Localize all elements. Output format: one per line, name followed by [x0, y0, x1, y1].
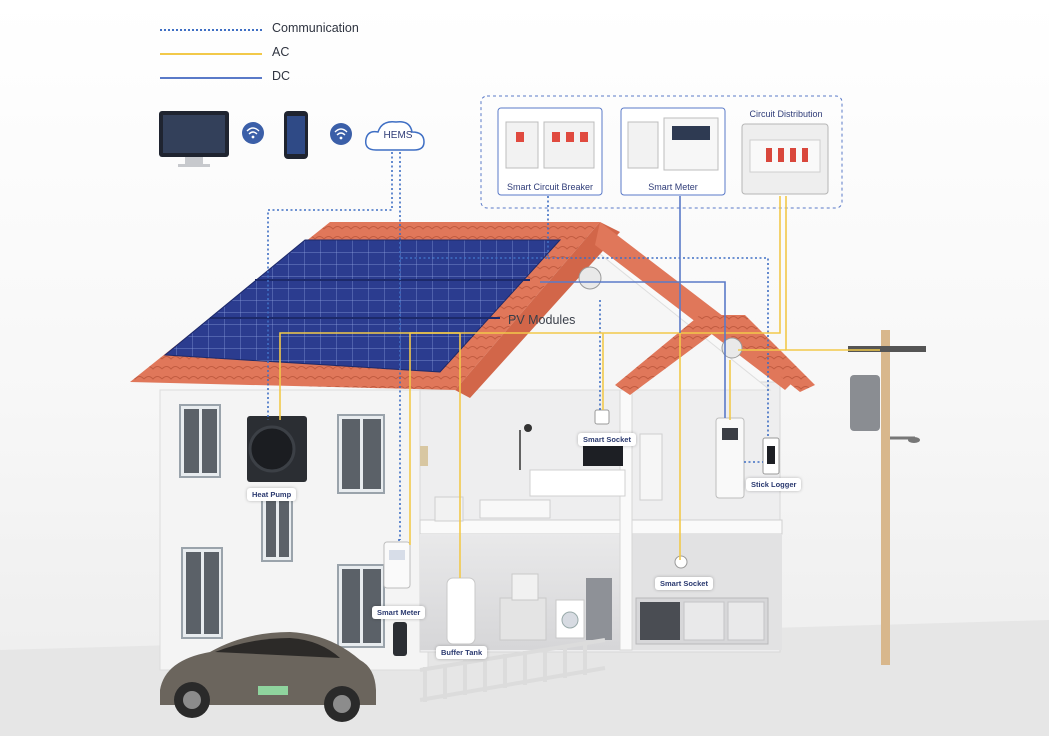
monitor-icon	[159, 111, 229, 167]
electric-car	[160, 632, 376, 722]
ac-lines	[279, 196, 880, 578]
roof-edge	[455, 222, 620, 398]
legend-dc-swatch	[160, 77, 262, 79]
legend-ac-swatch	[160, 53, 262, 55]
annex-roof	[615, 315, 815, 395]
communication-lines	[267, 152, 769, 541]
smart-circuit-breaker-label: Smart Circuit Breaker	[506, 182, 594, 192]
buffer-tank-tag: Buffer Tank	[436, 646, 488, 659]
smart-socket-upper-device	[594, 409, 610, 425]
kitchen-appliances	[499, 573, 612, 641]
legend-ac-label: AC	[272, 45, 290, 59]
smart-circuit-breaker-device	[505, 121, 595, 169]
smart-meter-device	[383, 541, 411, 589]
legend-communication-swatch	[160, 29, 262, 31]
circuit-distribution-label: Circuit Distribution	[749, 109, 823, 119]
legend: Communication AC DC	[160, 18, 420, 90]
legend-communication-label: Communication	[272, 21, 359, 35]
wifi-icon	[242, 122, 264, 144]
floor-slab	[419, 519, 783, 535]
dc-lines	[540, 196, 726, 418]
smart-meter-lower-tag: Smart Meter	[372, 606, 426, 619]
stick-logger-body	[767, 446, 775, 464]
battery-module	[640, 602, 680, 640]
pv-modules-array	[163, 239, 562, 373]
smart-socket-lower-tag: Smart Socket	[655, 577, 713, 590]
pv-modules-label: PV Modules	[508, 313, 576, 327]
phone-icon	[284, 111, 308, 159]
smart-socket-upper-tag: Smart Socket	[578, 433, 636, 446]
smart-meter-screen	[389, 550, 405, 560]
cloud-icon	[364, 120, 425, 151]
buffer-tank-unit	[446, 577, 476, 645]
ev-charger	[393, 622, 407, 656]
interior-wall	[619, 387, 633, 651]
legend-communication: Communication	[160, 18, 420, 42]
window-panes	[184, 409, 381, 643]
pole-crossarm	[848, 346, 926, 352]
legend-ac: AC	[160, 42, 420, 66]
battery-module	[727, 601, 765, 641]
stick-logger-tag: Stick Logger	[746, 478, 802, 491]
wifi-icon	[330, 123, 352, 145]
legend-dc-label: DC	[272, 69, 291, 83]
heat-pump-fan	[248, 425, 296, 473]
street-light	[908, 437, 920, 443]
battery-module	[683, 601, 725, 641]
living-room-furniture	[420, 424, 663, 522]
fence	[419, 638, 606, 702]
smart-socket-lower-device	[674, 555, 688, 569]
smart-meter-top-device	[627, 117, 719, 171]
legend-dc: DC	[160, 66, 420, 90]
pole-transformer	[850, 375, 880, 431]
utility-pole	[881, 330, 890, 665]
inverter-display	[722, 428, 738, 440]
heat-pump-tag: Heat Pump	[247, 488, 297, 501]
roof-vent	[578, 266, 602, 290]
annex-vent	[721, 337, 743, 359]
smart-meter-top-label: Smart Meter	[648, 182, 698, 192]
circuit-distribution-device	[741, 123, 829, 195]
hems-label: HEMS	[383, 130, 413, 141]
device-group-box	[480, 95, 843, 209]
